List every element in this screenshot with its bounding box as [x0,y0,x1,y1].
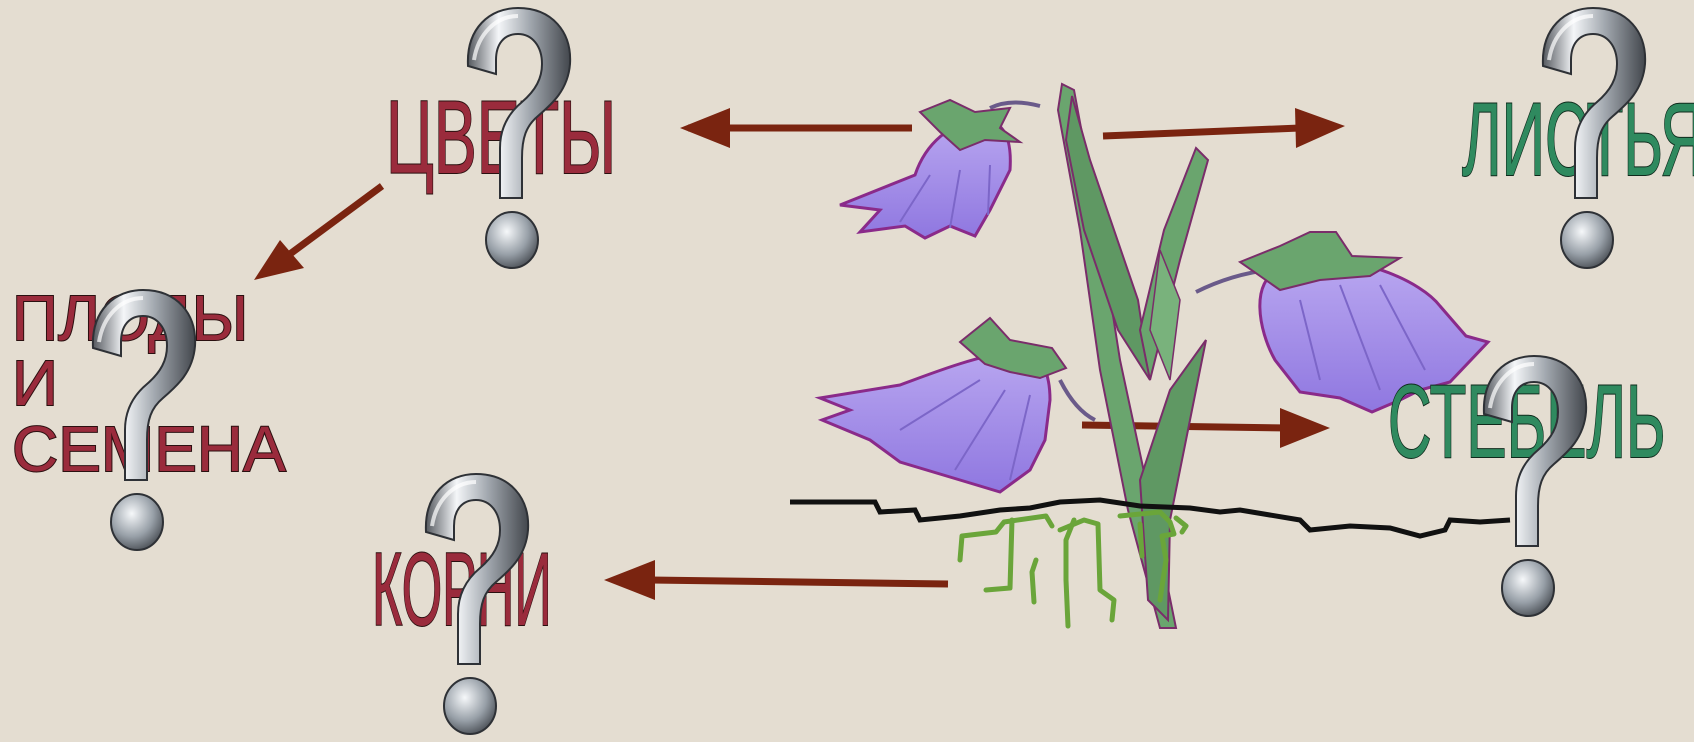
question-mark-roots-icon [426,474,528,734]
question-mark-flowers-icon [468,8,570,268]
question-mark-stem-icon [1484,356,1586,616]
question-mark-fruits-icon [93,290,195,550]
question-mark-leaves-icon [1543,8,1645,268]
